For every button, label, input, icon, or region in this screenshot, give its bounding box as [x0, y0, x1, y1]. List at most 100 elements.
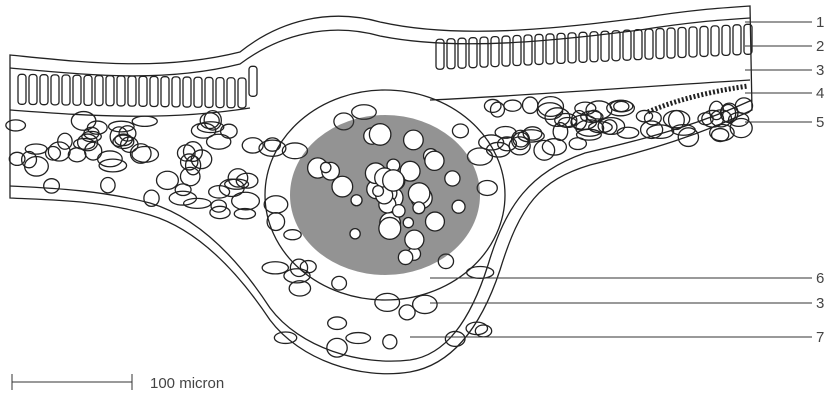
mesophyll-cell [644, 111, 661, 124]
callout-label: 7 [816, 329, 824, 346]
palisade-cell [546, 34, 554, 64]
mesophyll-cell [332, 276, 347, 290]
mesophyll-cell [284, 230, 301, 240]
palisade-cell [491, 37, 499, 67]
callout-label: 2 [816, 38, 824, 55]
palisade-cell [458, 38, 466, 68]
palisade-cell [733, 25, 741, 55]
mesophyll-cell [534, 140, 555, 160]
mesophyll-cell [569, 138, 586, 150]
mesophyll-cell [200, 113, 219, 129]
palisade-cell [183, 77, 191, 107]
xylem-vessel [413, 202, 425, 214]
mesophyll-cell [375, 293, 400, 311]
mesophyll-cell [221, 124, 238, 138]
xylem-vessel [398, 250, 412, 264]
upper-epidermis [10, 18, 750, 76]
palisade-cell [117, 76, 125, 106]
mesophyll-cell [452, 124, 468, 138]
xylem-vessel [321, 162, 331, 172]
mesophyll-cell [219, 179, 244, 196]
callout-label: 3 [816, 295, 824, 312]
xylem-vessel [351, 195, 362, 206]
palisade-cell [667, 28, 675, 58]
palisade-cell [51, 75, 59, 105]
callout-label: 5 [816, 114, 824, 131]
mesophyll-cell [264, 196, 288, 213]
palisade-cell [700, 26, 708, 56]
mesophyll-cell [267, 213, 285, 231]
mesophyll-cell [157, 171, 179, 189]
xylem-vessel [404, 130, 424, 150]
mesophyll-cell [44, 179, 60, 193]
scale-bar-label: 100 micron [150, 375, 224, 392]
palisade-cell [645, 29, 653, 59]
palisade-cell [678, 28, 686, 58]
palisade-cell [480, 37, 488, 67]
mesophyll-cell [538, 97, 564, 117]
mesophyll-cell [101, 178, 115, 193]
mesophyll-cell [614, 101, 629, 111]
mesophyll-cell [110, 127, 128, 147]
palisade-cell [161, 77, 169, 107]
palisade-cell [95, 76, 103, 106]
mesophyll-cell [475, 325, 491, 337]
mesophyll-cell [383, 335, 397, 349]
palisade-cell [150, 77, 158, 107]
xylem-vessel [405, 230, 424, 249]
palisade-cell [62, 75, 70, 105]
palisade-cell [106, 76, 114, 106]
palisade-cell [216, 78, 224, 108]
palisade-cell [557, 33, 565, 63]
mesophyll-cell [6, 120, 26, 131]
xylem-vessel [383, 170, 404, 191]
xylem-vessel [393, 205, 405, 217]
palisade-cell [634, 30, 642, 60]
palisade-cell [623, 30, 631, 60]
mesophyll-cell [327, 338, 347, 357]
palisade-cell [84, 75, 92, 105]
callout-label: 1 [816, 14, 824, 31]
palisade-cell [656, 29, 664, 59]
palisade-cell [29, 74, 37, 104]
mesophyll-cell [328, 317, 347, 329]
mesophyll-cell [132, 116, 157, 126]
palisade-cell [172, 77, 180, 107]
mesophyll-cell [346, 333, 371, 344]
palisade-cell [194, 77, 202, 107]
palisade-cell [128, 76, 136, 106]
xylem-vessel [332, 176, 353, 197]
mesophyll-cell [477, 181, 497, 196]
mesophyll-cell [191, 150, 211, 169]
palisade-boundary [10, 80, 750, 116]
callout-label: 4 [816, 85, 824, 102]
mesophyll-cell [58, 133, 72, 149]
xylem-vessel [408, 183, 429, 204]
palisade-cell [601, 31, 609, 61]
mesophyll-cell [46, 147, 61, 161]
callout-label: 6 [816, 270, 824, 287]
palisade-cell [73, 75, 81, 105]
xylem-vessel [369, 124, 390, 145]
palisade-cell [689, 27, 697, 57]
palisade-cell [612, 31, 620, 61]
palisade-cell [469, 38, 477, 68]
xylem-vessel [452, 200, 465, 213]
xylem-vessel [379, 217, 401, 239]
mesophyll-cell [9, 152, 25, 165]
mesophyll-cell [522, 97, 537, 113]
palisade-cell [502, 36, 510, 66]
mesophyll-cell [48, 142, 70, 161]
scale-bar [12, 374, 132, 390]
palisade-cell [18, 74, 26, 104]
xylem-vessel [373, 186, 384, 197]
xylem-vessel [403, 218, 413, 228]
xylem-vessel [426, 212, 445, 231]
palisade-cell [722, 25, 730, 55]
palisade-cell [227, 78, 235, 108]
mesophyll-cell [232, 192, 260, 210]
xylem-vessel [350, 229, 360, 239]
xylem-vessel [425, 151, 444, 170]
